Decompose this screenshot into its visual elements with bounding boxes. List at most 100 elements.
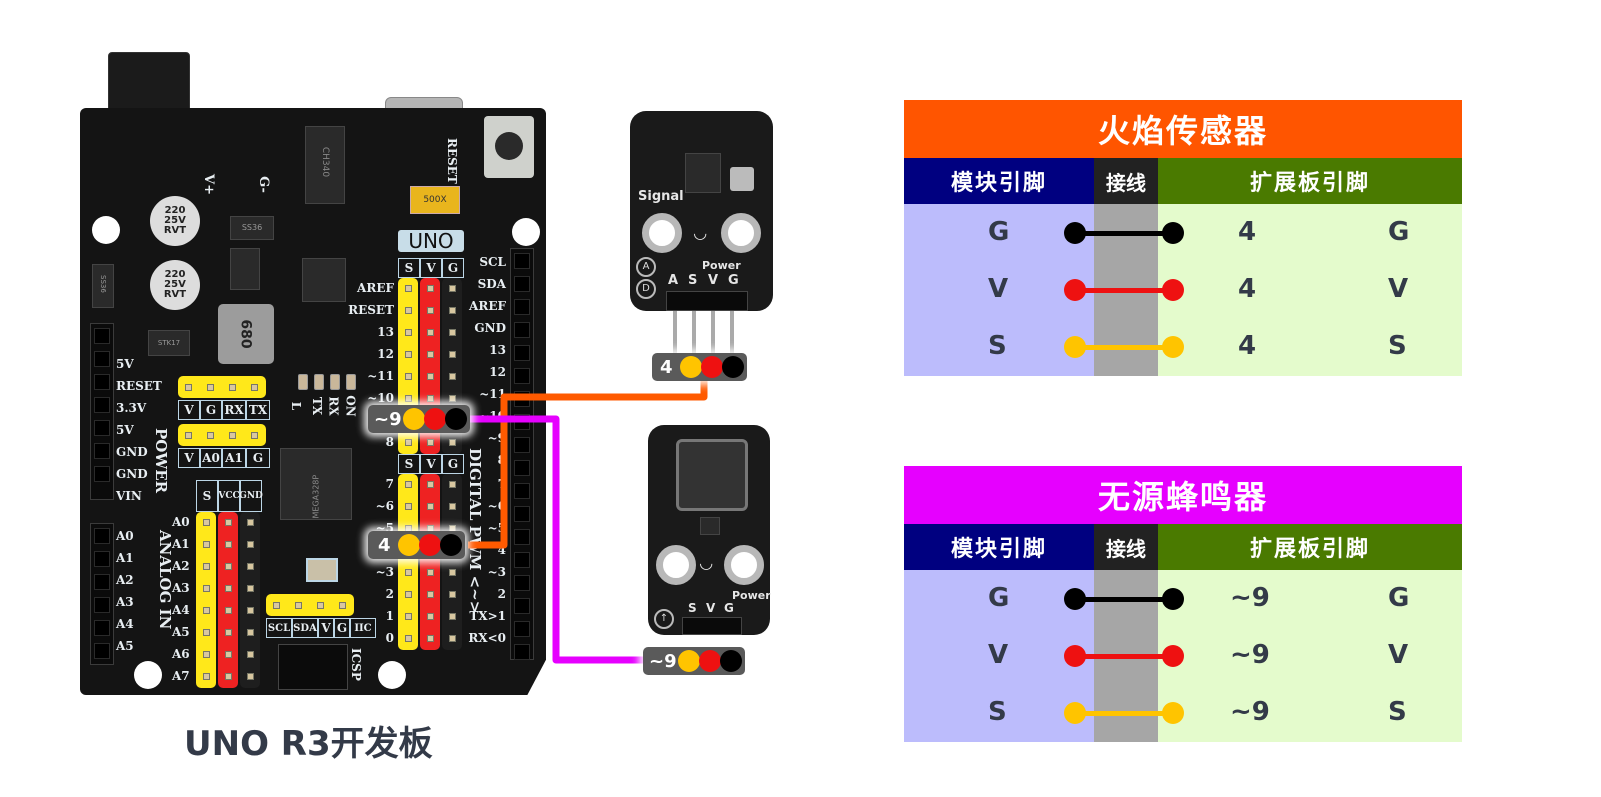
header-wiring: 接线 — [1094, 158, 1158, 204]
analog-aux-pins — [178, 424, 266, 446]
digital-mode-icon: D — [636, 279, 656, 299]
analog-pin-a0: A0 — [116, 529, 134, 543]
signal-dot — [677, 650, 700, 672]
ic-chip — [230, 248, 260, 290]
right-header-pin-label: 13 — [489, 343, 506, 357]
header-board-pin: 扩展板引脚 — [1158, 158, 1462, 204]
pin-header — [666, 291, 748, 311]
analog-svg-pin-label: A3 — [172, 581, 190, 595]
flame-icon: ◡ — [694, 223, 707, 242]
analog-col-vcc: VCC — [218, 480, 240, 512]
right-digital-header — [510, 248, 534, 660]
analog-svg-pin-label: A6 — [172, 647, 190, 661]
power-label: Power — [702, 259, 741, 272]
capacitor-label: 220 25V RVT — [163, 205, 187, 236]
digital-col-g: G — [442, 258, 464, 278]
digital-col-v: V — [420, 258, 442, 278]
aux-label-a1: A1 — [222, 448, 246, 468]
header-module-pin: 模块引脚 — [904, 524, 1094, 570]
vcc-dot — [418, 534, 441, 556]
fuse: 500X — [410, 186, 460, 214]
mcu-chip: MEGA328P — [280, 448, 352, 520]
digital-pin-label: 12 — [377, 347, 394, 361]
digital-lower-v — [420, 474, 440, 650]
table-title: 无源蜂鸣器 — [904, 466, 1462, 524]
capacitor: 220 25V RVT — [150, 196, 200, 246]
header-pin — [711, 311, 715, 353]
uno-r3-board: RESET V+ G- CH340 500X 220 25V RVT 220 2… — [80, 108, 546, 695]
iic-label-sda: SDA — [292, 618, 318, 638]
analog-v-column — [218, 512, 238, 688]
mounting-hole — [642, 213, 682, 253]
digital-pin-label: 2 — [385, 587, 394, 601]
usb-serial-chip: CH340 — [305, 126, 345, 204]
header-board-pin: 扩展板引脚 — [1158, 524, 1462, 570]
mounting-hole — [378, 661, 406, 689]
digital-pin-label: 1 — [385, 609, 394, 623]
header-pin — [692, 311, 696, 353]
right-header-pin-label: GND — [474, 321, 506, 335]
icsp-header — [278, 644, 348, 690]
right-header-pin-label: TX>1 — [469, 609, 506, 623]
right-header-pin-label: SCL — [479, 255, 506, 269]
iic-label-v: V — [318, 618, 334, 638]
board-pin-4-tag: 4 — [368, 531, 465, 559]
aux-label-v: V — [178, 448, 200, 468]
aux-label-g: G — [246, 448, 270, 468]
vcc-dot — [698, 650, 721, 672]
right-header-pin-label: RX<0 — [468, 631, 506, 645]
header-pin — [730, 311, 734, 353]
analog-pin-a1: A1 — [116, 551, 134, 565]
mounting-hole — [656, 545, 696, 585]
crystal — [306, 558, 338, 582]
led — [330, 374, 340, 390]
flame-sensor-module: Signal ◡ Power A D A S V G — [630, 111, 773, 311]
power-pin-reset: RESET — [116, 379, 162, 393]
reset-button[interactable] — [484, 116, 534, 178]
analog-s-column — [196, 512, 216, 688]
digital-pin-label: 8 — [385, 435, 394, 449]
signal-label: Signal — [638, 189, 684, 204]
signal-dot — [402, 408, 425, 430]
digital-pin-label: ~6 — [375, 499, 394, 513]
transistor — [700, 517, 720, 535]
power-pin-gnd: GND — [116, 445, 148, 459]
table-header: 模块引脚 接线 扩展板引脚 — [904, 158, 1462, 204]
gnd-dot — [721, 356, 744, 378]
digital-col-s: S — [398, 258, 420, 278]
mounting-hole — [721, 213, 761, 253]
power-pin-vin: VIN — [116, 489, 142, 503]
led — [298, 374, 308, 390]
analog-svg-pin-label: A2 — [172, 559, 190, 573]
mounting-hole — [134, 661, 162, 689]
ic-chip — [302, 258, 346, 302]
gnd-dot — [439, 534, 462, 556]
analog-svg-pin-label: A0 — [172, 515, 190, 529]
right-header-pin-label: ~3 — [487, 565, 506, 579]
table-header: 模块引脚 接线 扩展板引脚 — [904, 524, 1462, 570]
digital-pin-label: ~3 — [375, 565, 394, 579]
analog-col-gnd: GND — [239, 480, 263, 512]
power-pin-gnd-2: GND — [116, 467, 148, 481]
iic-label-iic: IIC — [350, 618, 376, 638]
tag-label: ~9 — [374, 408, 402, 430]
analog-header — [90, 523, 114, 665]
digital-pin-label: ~11 — [367, 369, 394, 383]
board-caption: UNO R3开发板 — [184, 724, 433, 764]
header-wiring: 接线 — [1094, 524, 1158, 570]
buzzer-module-tag: ~9 — [643, 647, 745, 675]
table-title: 火焰传感器 — [904, 100, 1462, 158]
right-header-pin-label: 4 — [497, 543, 506, 557]
mounting-hole — [512, 218, 540, 246]
vcc-dot — [700, 356, 723, 378]
pin-label-v: V — [706, 601, 716, 615]
digital-pin-label: 13 — [377, 325, 394, 339]
power-label: Power — [732, 589, 771, 602]
vcc-dot — [423, 408, 446, 430]
analog-svg-pin-label: A1 — [172, 537, 190, 551]
digital-col-s-2: S — [398, 454, 420, 474]
